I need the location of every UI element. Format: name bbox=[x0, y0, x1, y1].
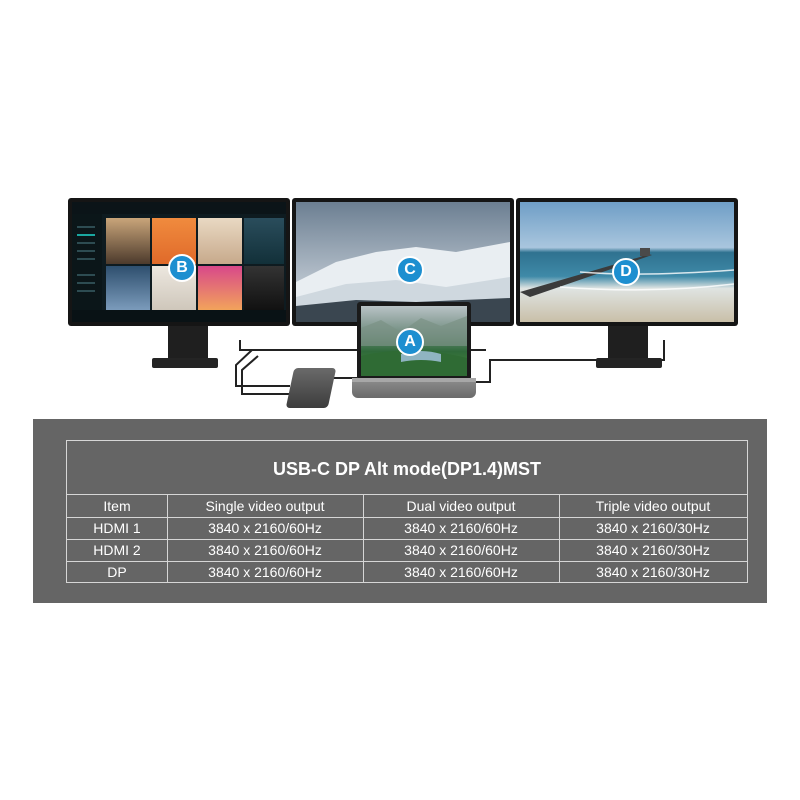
table-title: USB-C DP Alt mode(DP1.4)MST bbox=[67, 441, 747, 495]
table-cell: HDMI 2 bbox=[93, 542, 141, 558]
monitor-b-base bbox=[152, 358, 218, 368]
spec-panel bbox=[33, 419, 767, 603]
monitor-b bbox=[68, 198, 290, 326]
spec-table: USB-C DP Alt mode(DP1.4)MST Item Single … bbox=[66, 440, 748, 583]
table-cell: 3840 x 2160/30Hz bbox=[596, 520, 710, 536]
label-d-badge: D bbox=[612, 258, 640, 286]
album-tile bbox=[106, 266, 150, 310]
table-cell: DP bbox=[107, 564, 127, 580]
label-b-badge: B bbox=[168, 254, 196, 282]
table-row: DP 3840 x 2160/60Hz 3840 x 2160/60Hz 384… bbox=[67, 561, 747, 583]
table-cell: HDMI 1 bbox=[93, 520, 141, 536]
product-scene: B C D bbox=[0, 150, 800, 410]
header-cell: Dual video output bbox=[406, 498, 516, 514]
music-app-player-bar bbox=[72, 310, 286, 322]
table-header-row: Item Single video output Dual video outp… bbox=[67, 495, 747, 517]
header-cell: Single video output bbox=[205, 498, 325, 514]
laptop-base bbox=[352, 378, 476, 398]
table-cell: 3840 x 2160/60Hz bbox=[404, 542, 518, 558]
monitor-b-stand bbox=[168, 320, 208, 362]
table-cell: 3840 x 2160/60Hz bbox=[404, 520, 518, 536]
header-cell: Item bbox=[103, 498, 131, 514]
album-tile bbox=[106, 218, 150, 264]
label-a-badge: A bbox=[396, 328, 424, 356]
table-row: HDMI 2 3840 x 2160/60Hz 3840 x 2160/60Hz… bbox=[67, 539, 747, 561]
monitor-d-base bbox=[596, 358, 662, 368]
header-cell: Triple video output bbox=[595, 498, 711, 514]
album-tile bbox=[198, 218, 242, 264]
table-cell: 3840 x 2160/60Hz bbox=[404, 564, 518, 580]
usb-c-hub bbox=[285, 368, 337, 408]
table-cell: 3840 x 2160/30Hz bbox=[596, 564, 710, 580]
table-row: HDMI 1 3840 x 2160/60Hz 3840 x 2160/60Hz… bbox=[67, 517, 747, 539]
music-app bbox=[72, 202, 286, 322]
music-app-topbar bbox=[72, 202, 286, 214]
label-c-badge: C bbox=[396, 256, 424, 284]
table-cell: 3840 x 2160/60Hz bbox=[208, 542, 322, 558]
table-cell: 3840 x 2160/60Hz bbox=[208, 564, 322, 580]
monitor-d-stand bbox=[608, 320, 648, 362]
music-app-sidebar bbox=[72, 214, 102, 310]
table-cell: 3840 x 2160/60Hz bbox=[208, 520, 322, 536]
table-cell: 3840 x 2160/30Hz bbox=[596, 542, 710, 558]
album-tile bbox=[198, 266, 242, 310]
album-tile bbox=[244, 218, 284, 264]
album-tile bbox=[244, 266, 284, 310]
monitor-b-screen bbox=[72, 202, 286, 322]
